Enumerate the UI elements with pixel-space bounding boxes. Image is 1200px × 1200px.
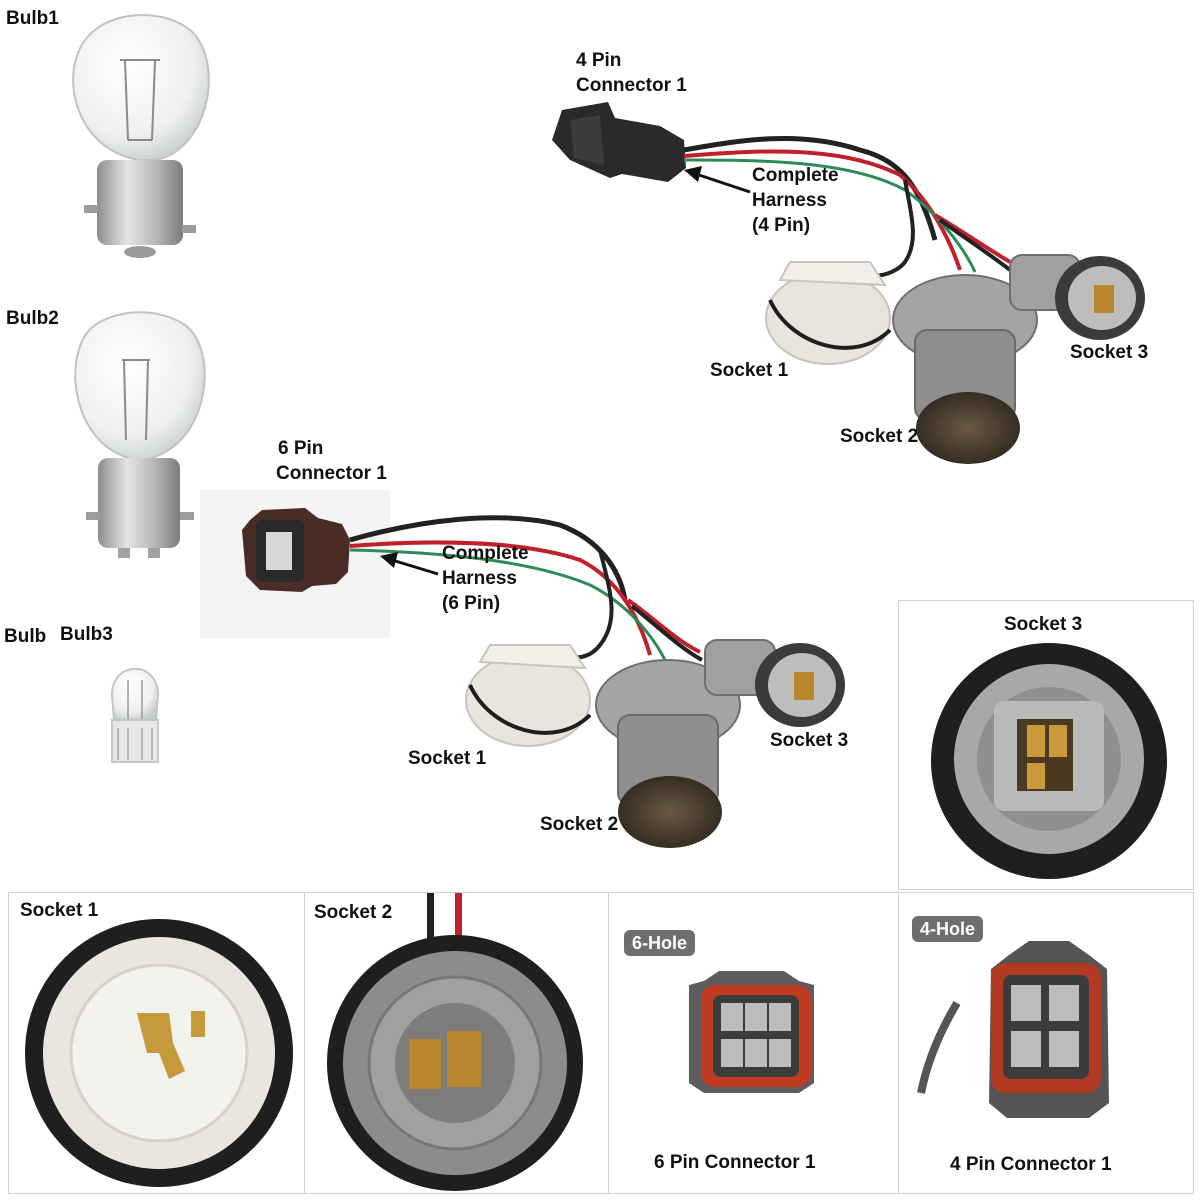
socket1-closeup-panel [8,892,306,1194]
connector-6pin-label-line1: 6 Pin [278,438,324,459]
socket3-closeup-panel [898,600,1194,890]
six-pin-caption: 6 Pin Connector 1 [654,1152,816,1173]
socket2-closeup-title: Socket 2 [314,902,393,923]
harness4-socket3-label: Socket 3 [1070,342,1149,363]
bulb2-label-prefix: Bulb [6,308,49,329]
connector-6pin-label-line2: Connector 1 [276,463,387,484]
harness-6pin-label: Complete Harness (6 Pin) [442,541,529,616]
six-pin-connector-closeup-image [689,971,814,1093]
harness4-socket1-label: Socket 1 [710,360,789,381]
bulb2-label: Bulb2 [6,306,59,331]
four-pin-connector-closeup-image [917,941,1109,1118]
harness-6pin-label-line1: Complete [442,543,529,564]
socket1-closeup-title: Socket 1 [20,900,99,921]
harness6-socket1-label: Socket 1 [408,748,487,769]
harness6-socket2-label: Socket 2 [540,814,619,835]
bulb1-image [72,14,210,258]
bulb3-label-prefix: Bulb [4,626,47,647]
connector-4pin-label-line1: 4 Pin [576,50,622,71]
bulb3-label: Bulb3 [60,624,113,645]
bulb2-image [74,311,206,558]
harness-4pin-image [552,102,1145,464]
socket2-closeup-image [327,893,583,1191]
four-pin-closeup-panel [898,892,1194,1194]
harness-4pin-label: Complete Harness (4 Pin) [752,163,839,238]
harness-6pin-label-line2: Harness [442,568,517,589]
harness4-socket2-label: Socket 2 [840,426,919,447]
socket3-closeup-image [931,643,1167,879]
harness-4pin-label-line1: Complete [752,165,839,186]
connector-4pin-label-line2: Connector 1 [576,75,687,96]
four-pin-caption: 4 Pin Connector 1 [950,1154,1112,1175]
socket3-closeup-title: Socket 3 [1004,614,1083,635]
bulb2-label-number: 2 [48,308,59,329]
socket2-closeup-panel [304,892,610,1194]
bulb3-image [110,667,160,763]
harness6-socket3-label: Socket 3 [770,730,849,751]
harness-4pin-label-line2: Harness [752,190,827,211]
socket1-closeup-image [25,919,293,1187]
harness-6pin-image [200,490,845,848]
harness-6pin-label-line3: (6 Pin) [442,593,501,614]
harness-4pin-label-line3: (4 Pin) [752,215,811,236]
connector-4pin-label: 4 Pin Connector 1 [576,48,687,98]
six-hole-badge: 6-Hole [624,930,696,956]
four-hole-badge: 4-Hole [912,916,984,942]
bulb1-label: Bulb1 [6,8,59,29]
connector-6pin-label: 6 Pin Connector 1 [276,436,387,486]
